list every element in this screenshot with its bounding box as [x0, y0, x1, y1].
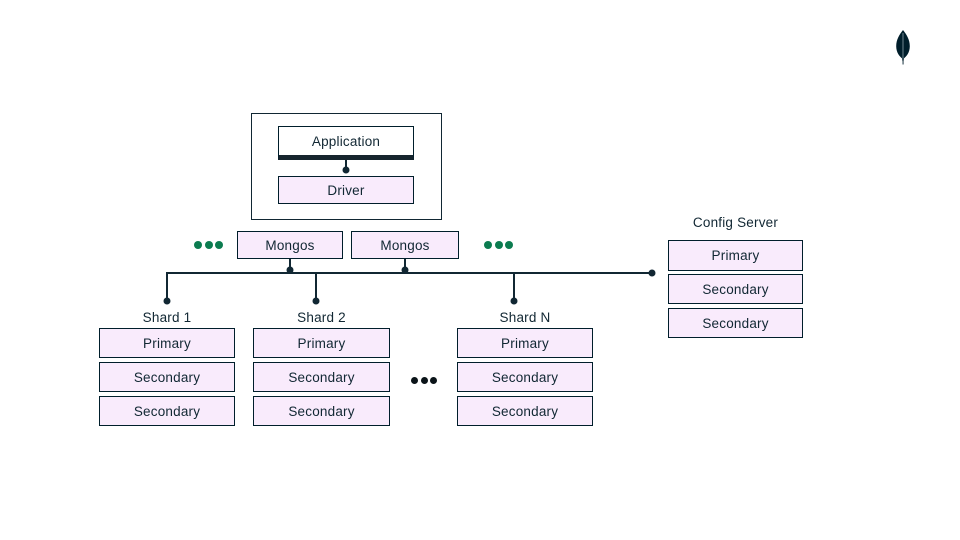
- ellipsis-dot: [411, 377, 418, 384]
- mongos-label: Mongos: [380, 237, 430, 253]
- driver-box: Driver: [278, 176, 414, 204]
- mongos-box-1: Mongos: [237, 231, 343, 259]
- mongodb-leaf-icon: [896, 30, 910, 65]
- node-label: Secondary: [702, 315, 769, 331]
- node-label: Primary: [711, 248, 760, 263]
- shard2-secondary2-box: Secondary: [253, 396, 390, 426]
- connector-mongos2-bus: [404, 259, 406, 273]
- node-label: Secondary: [491, 369, 559, 385]
- shard1-drop-dot: [163, 297, 171, 305]
- node-label: Secondary: [133, 369, 201, 385]
- bus-line: [166, 272, 653, 274]
- connector-bus-shard2: [315, 272, 317, 303]
- connector-bus-shardN: [513, 272, 515, 303]
- config-secondary2-box: Secondary: [668, 308, 803, 338]
- shards-ellipsis: [411, 377, 437, 384]
- junction-dot: [401, 266, 409, 274]
- bus-end-dot-config: [648, 269, 656, 277]
- connector-mongos1-bus: [289, 259, 291, 273]
- ellipsis-dot: [420, 377, 428, 384]
- shardN-secondary2-box: Secondary: [457, 396, 593, 426]
- node-label: Primary: [501, 335, 549, 351]
- ellipsis-dot: [430, 377, 437, 384]
- node-label: Secondary: [491, 403, 559, 419]
- ellipsis-dot: [194, 241, 202, 249]
- ellipsis-dot: [204, 241, 213, 249]
- shard2-primary-box: Primary: [253, 328, 390, 358]
- node-label: Secondary: [702, 281, 769, 297]
- node-label: Secondary: [288, 403, 355, 419]
- shardN-drop-dot: [510, 297, 518, 305]
- shardN-title: Shard N: [499, 310, 551, 325]
- node-label: Secondary: [133, 403, 201, 419]
- shard2-drop-dot: [312, 297, 320, 305]
- ellipsis-dot: [215, 241, 223, 249]
- shardN-primary-box: Primary: [457, 328, 593, 358]
- driver-label: Driver: [327, 182, 365, 198]
- node-label: Primary: [143, 335, 191, 351]
- shard2-title: Shard 2: [297, 310, 346, 325]
- shard2-secondary1-box: Secondary: [253, 362, 390, 392]
- mongos-box-2: Mongos: [351, 231, 459, 259]
- shardN-secondary1-box: Secondary: [457, 362, 593, 392]
- application-box: Application: [278, 126, 414, 160]
- config-secondary1-box: Secondary: [668, 274, 803, 304]
- shard1-title: Shard 1: [142, 310, 192, 325]
- application-label: Application: [311, 133, 381, 149]
- shard1-primary-box: Primary: [99, 328, 235, 358]
- mongos-ellipsis-left: [194, 241, 223, 249]
- connector-endpoint-dot: [342, 166, 350, 174]
- config-primary-box: Primary: [668, 240, 803, 271]
- ellipsis-dot: [484, 241, 492, 249]
- junction-dot: [286, 266, 294, 274]
- mongos-label: Mongos: [265, 237, 315, 253]
- ellipsis-dot: [505, 241, 513, 249]
- node-label: Primary: [297, 335, 346, 351]
- connector-bus-shard1: [166, 272, 168, 303]
- ellipsis-dot: [494, 241, 503, 249]
- config-server-title: Config Server: [692, 215, 779, 230]
- shard1-secondary2-box: Secondary: [99, 396, 235, 426]
- connector-application-driver: [345, 160, 347, 171]
- node-label: Secondary: [288, 369, 355, 385]
- mongos-ellipsis-right: [484, 241, 513, 249]
- shard1-secondary1-box: Secondary: [99, 362, 235, 392]
